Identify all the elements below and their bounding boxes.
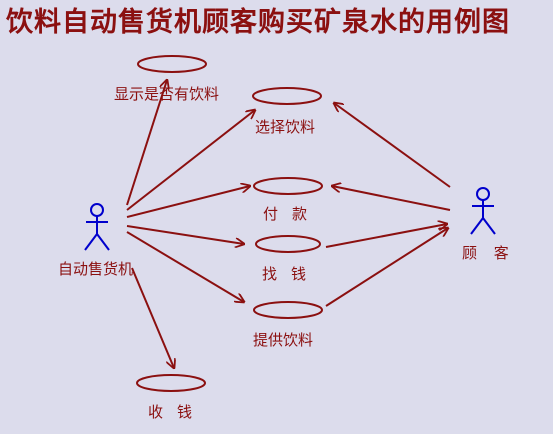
use-case-change-label: 找钱 xyxy=(262,265,321,283)
machine-to-change-arrow xyxy=(126,225,244,244)
machine-actor-label: 自动售货机 xyxy=(58,260,134,278)
machine-actor-icon xyxy=(84,203,110,251)
machine-to-collect-arrow xyxy=(131,267,174,368)
change-to-customer-arrow xyxy=(325,224,447,248)
use-case-pay-ellipse xyxy=(253,177,323,195)
diagram-title: 饮料自动售货机顾客购买矿泉水的用例图 xyxy=(6,7,510,38)
use-case-change-ellipse xyxy=(255,235,321,253)
customer-to-pay-arrow xyxy=(332,186,451,211)
machine-to-choose-arrow xyxy=(126,110,255,211)
customer-actor-icon xyxy=(470,187,496,235)
use-case-provide-ellipse xyxy=(253,301,323,319)
use-case-collect-ellipse xyxy=(136,374,206,392)
machine-to-show-drinks-arrow xyxy=(126,80,167,206)
use-case-choose-ellipse xyxy=(252,87,322,105)
provide-to-customer-arrow xyxy=(325,228,448,307)
customer-to-choose-arrow xyxy=(334,103,451,188)
use-case-provide-label: 提供饮料 xyxy=(253,331,314,349)
use-case-show-drinks-ellipse xyxy=(137,55,207,73)
use-case-show-drinks-label: 显示是否有饮料 xyxy=(114,85,220,103)
customer-actor-label: 顾 客 xyxy=(462,244,515,262)
machine-to-pay-arrow xyxy=(126,186,250,218)
use-case-collect-label: 收钱 xyxy=(148,403,207,421)
machine-to-provide-arrow xyxy=(126,231,244,302)
use-case-choose-label: 选择饮料 xyxy=(255,118,316,136)
use-case-pay-label: 付款 xyxy=(263,205,322,223)
